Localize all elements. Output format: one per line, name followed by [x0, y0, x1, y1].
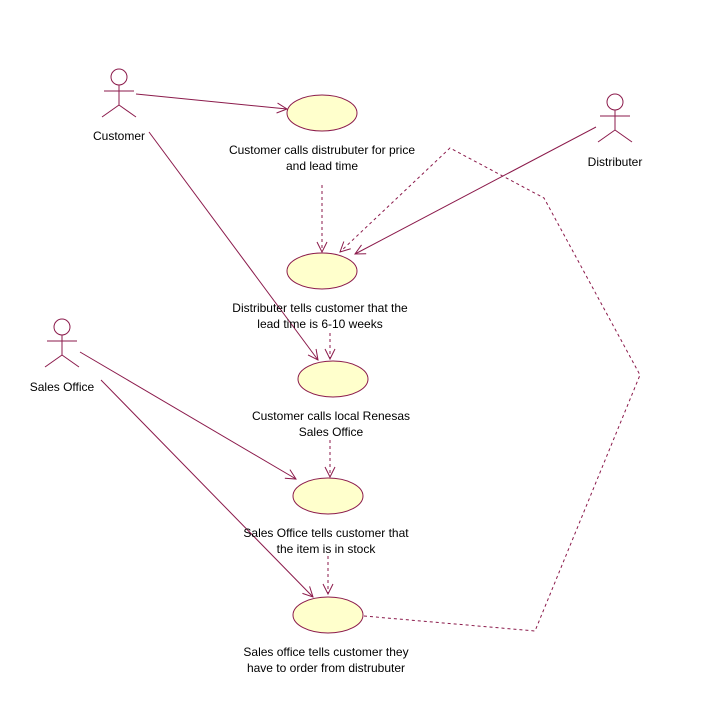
use-case-uc2-line-1: Distributer tells customer that the	[232, 301, 408, 315]
use-case-uc5-line-1: Sales office tells customer they	[243, 645, 409, 659]
use-case-uc3-line-1: Customer calls local Renesas	[251, 409, 411, 423]
use-case-uc1-line-2: and lead time	[285, 159, 359, 173]
use-case-uc5-line-2: have to order from distrubuter	[246, 661, 406, 675]
assoc-customer-uc1[interactable]	[135, 93, 287, 109]
use-case-uc4-label: Sales Office tells customer that the ite…	[211, 525, 441, 557]
use-case-uc1-line-1: Customer calls distrubuter for price	[228, 143, 416, 157]
actor-sales-office-label: Sales Office	[29, 380, 95, 394]
assoc-customer-uc3[interactable]	[148, 131, 318, 360]
use-case-uc5[interactable]	[292, 596, 364, 634]
use-case-uc4[interactable]	[292, 477, 364, 515]
use-case-uc4-line-2: the item is in stock	[276, 542, 376, 556]
use-case-uc5-label: Sales office tells customer they have to…	[211, 644, 441, 676]
use-case-uc2-label: Distributer tells customer that the lead…	[200, 300, 440, 332]
actor-customer-label: Customer	[92, 129, 145, 143]
use-case-uc1-label: Customer calls distrubuter for price and…	[202, 142, 442, 174]
actor-distributer-label: Distributer	[587, 155, 643, 169]
actor-distributer-figure[interactable]	[597, 93, 633, 143]
use-case-uc2[interactable]	[286, 252, 358, 290]
use-case-uc3[interactable]	[297, 360, 369, 398]
use-case-uc3-label: Customer calls local Renesas Sales Offic…	[216, 408, 446, 440]
dep-uc5-uc2[interactable]	[340, 147, 641, 632]
use-case-uc2-line-2: lead time is 6-10 weeks	[257, 317, 383, 331]
actor-sales-office-figure[interactable]	[44, 318, 80, 368]
actor-customer-figure[interactable]	[101, 68, 137, 118]
assoc-distributer-uc2[interactable]	[355, 126, 597, 254]
assoc-salesoffice-uc5[interactable]	[100, 379, 313, 597]
use-case-uc4-line-1: Sales Office tells customer that	[243, 526, 409, 540]
assoc-salesoffice-uc4[interactable]	[79, 351, 296, 479]
use-case-uc3-line-2: Sales Office	[298, 425, 364, 439]
use-case-uc1[interactable]	[286, 94, 358, 132]
